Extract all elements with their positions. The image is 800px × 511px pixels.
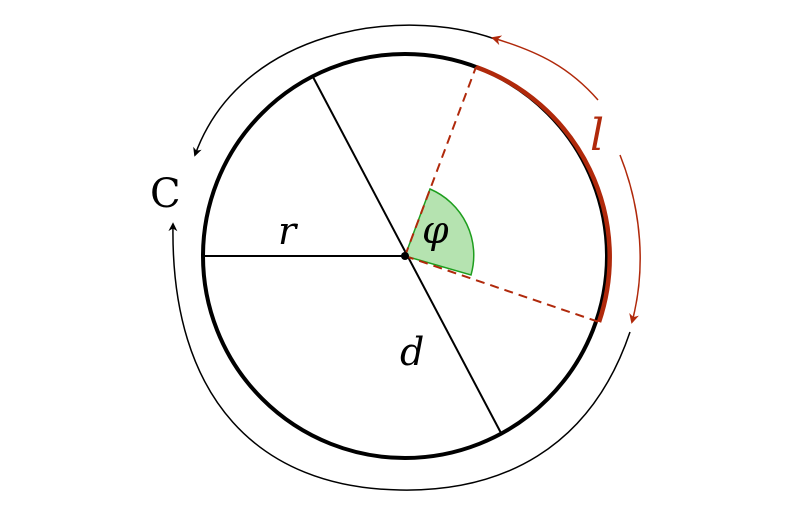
center-point: [401, 252, 409, 260]
angle-ray-upper: [404, 66, 477, 257]
radius-label: r: [278, 209, 299, 253]
arc-length-arrow-lower: [619, 154, 641, 324]
arc-length-arrow-upper: [491, 35, 599, 101]
arc-length-label: l: [590, 110, 604, 161]
diameter-label: d: [400, 330, 424, 374]
circumference-label: C: [150, 171, 181, 217]
circumference-arrow-lower: [168, 222, 631, 491]
angle-label: φ: [422, 208, 449, 252]
angle-ray-lower: [404, 255, 600, 323]
circumference-arrow-upper: [193, 24, 496, 157]
arc-length-highlight: [475, 64, 612, 323]
